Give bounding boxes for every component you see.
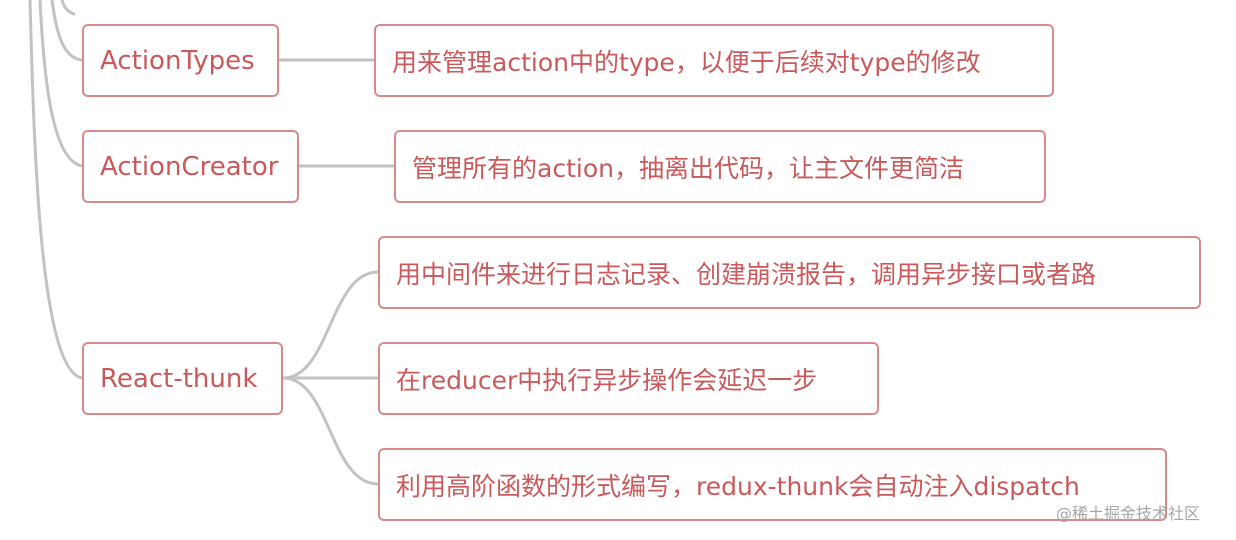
node-reactthunk-child-3-text: 利用高阶函数的形式编写，redux-thunk会自动注入dispatch bbox=[396, 471, 1080, 501]
node-actioncreator-description[interactable]: 管理所有的action，抽离出代码，让主文件更简洁 bbox=[394, 130, 1046, 203]
node-actiontypes-label: ActionTypes bbox=[100, 45, 255, 76]
node-reactthunk-child-3[interactable]: 利用高阶函数的形式编写，redux-thunk会自动注入dispatch bbox=[378, 448, 1167, 521]
node-reactthunk-child-1[interactable]: 用中间件来进行日志记录、创建崩溃报告，调用异步接口或者路 bbox=[378, 236, 1201, 309]
node-actioncreator-label: ActionCreator bbox=[100, 151, 279, 182]
node-reactthunk[interactable]: React-thunk bbox=[82, 342, 283, 415]
node-actioncreator[interactable]: ActionCreator bbox=[82, 130, 299, 203]
node-reactthunk-child-1-text: 用中间件来进行日志记录、创建崩溃报告，调用异步接口或者路 bbox=[396, 259, 1097, 289]
connector-root-extra bbox=[60, 0, 76, 16]
connector-root-actiontypes bbox=[50, 0, 84, 62]
connector-reactthunk-desc-3 bbox=[281, 376, 380, 486]
node-reactthunk-child-2[interactable]: 在reducer中执行异步操作会延迟一步 bbox=[378, 342, 879, 415]
node-reactthunk-label: React-thunk bbox=[100, 363, 258, 394]
node-actioncreator-description-text: 管理所有的action，抽离出代码，让主文件更简洁 bbox=[412, 153, 964, 183]
connector-root-actioncreator bbox=[38, 0, 84, 168]
connector-root-reactthunk bbox=[28, 0, 84, 380]
node-actiontypes-description-text: 用来管理action中的type，以便于后续对type的修改 bbox=[392, 47, 981, 77]
watermark: @稀土掘金技术社区 bbox=[1056, 504, 1201, 523]
node-actiontypes-description[interactable]: 用来管理action中的type，以便于后续对type的修改 bbox=[374, 24, 1054, 97]
connector-reactthunk-desc-1 bbox=[281, 270, 380, 380]
node-actiontypes[interactable]: ActionTypes bbox=[82, 24, 279, 97]
node-reactthunk-child-2-text: 在reducer中执行异步操作会延迟一步 bbox=[396, 365, 818, 395]
